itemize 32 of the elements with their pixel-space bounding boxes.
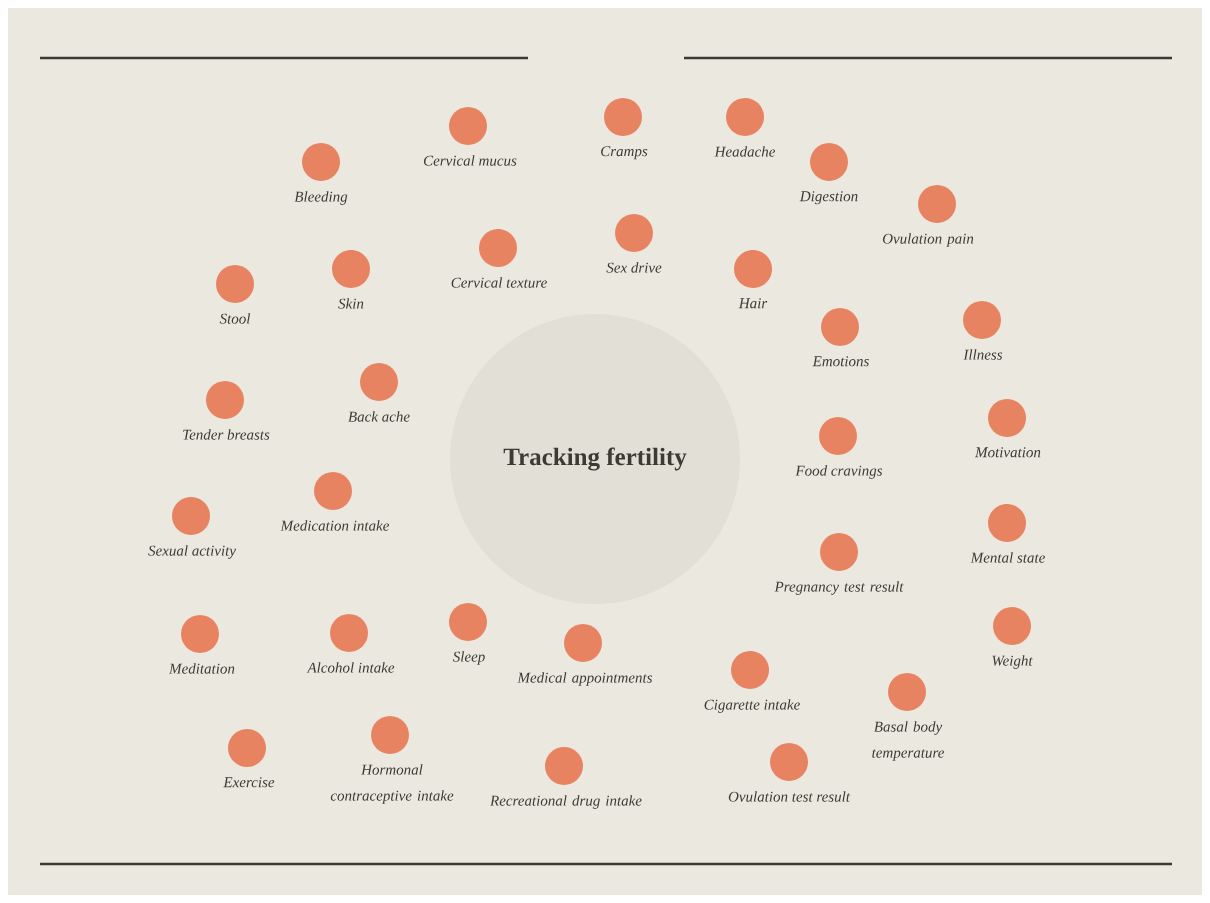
item-label: Medication intake xyxy=(280,520,390,531)
item-label: Exercise xyxy=(223,777,275,788)
item-label: Digestion xyxy=(799,191,858,205)
item-label: Sleep xyxy=(452,651,485,665)
item-label: Mental state xyxy=(970,552,1045,563)
item-label: Back ache xyxy=(348,411,410,422)
item-label: Sex drive xyxy=(606,262,662,273)
item-label: Medical appointments xyxy=(517,672,653,686)
item-label: Motivation xyxy=(974,447,1041,458)
item-label: Pregnancy test result xyxy=(774,581,904,595)
item-label: Bleeding xyxy=(294,191,348,205)
item-label: Recreational drug intake xyxy=(490,795,642,809)
item-label: Cramps xyxy=(601,146,648,160)
item-label: Stool xyxy=(219,313,251,324)
item-label: Headache xyxy=(714,146,776,157)
item-label: Hormonal contraceptive intake xyxy=(330,764,454,804)
item-label: Hair xyxy=(738,298,768,309)
item-label: Emotions xyxy=(812,356,869,367)
item-label: Sexual activity xyxy=(148,545,236,559)
item-label: Cigarette intake xyxy=(704,699,800,713)
item-label: Cervical mucus xyxy=(423,155,517,166)
item-label: Food cravings xyxy=(795,465,883,479)
item-label: Alcohol intake xyxy=(306,662,395,673)
item-label: Cervical texture xyxy=(451,277,547,288)
item-label: Skin xyxy=(338,298,364,309)
item-label: Weight xyxy=(992,655,1033,669)
item-label: Ovulation test result xyxy=(728,791,851,802)
item-label: Basal body temperature xyxy=(872,721,945,761)
item-label: Meditation xyxy=(168,663,235,674)
item-label: Tender breasts xyxy=(183,429,270,440)
item-label: Ovulation pain xyxy=(882,233,974,247)
item-label: Illness xyxy=(963,349,1003,360)
